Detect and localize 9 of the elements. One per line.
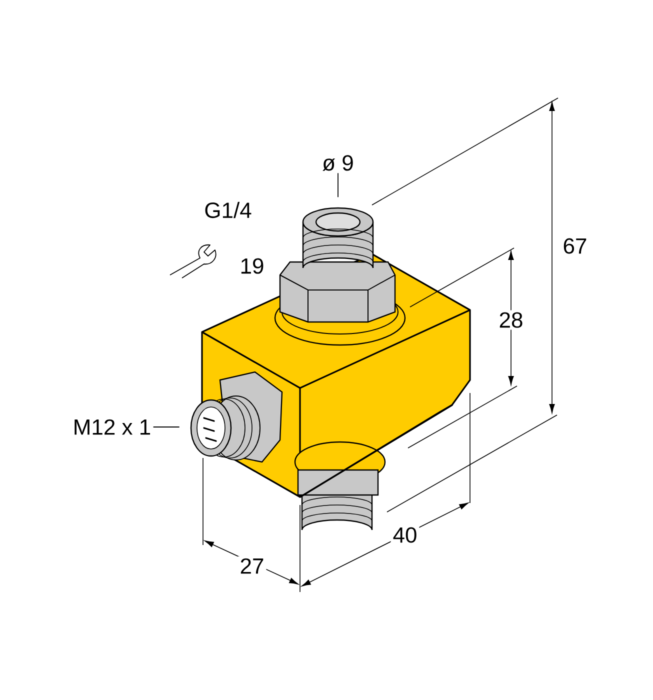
- dimension-label: 28: [496, 310, 526, 330]
- dimension-label: 40: [390, 525, 420, 545]
- dimension-label: 27: [238, 556, 266, 576]
- label-text: ø 9: [322, 155, 353, 171]
- label-text: 19: [238, 256, 266, 276]
- label-text: G1/4: [202, 200, 254, 220]
- dimension-label: 67: [560, 236, 590, 256]
- leader-line: [152, 426, 180, 428]
- label-text: M12 x 1: [74, 419, 150, 435]
